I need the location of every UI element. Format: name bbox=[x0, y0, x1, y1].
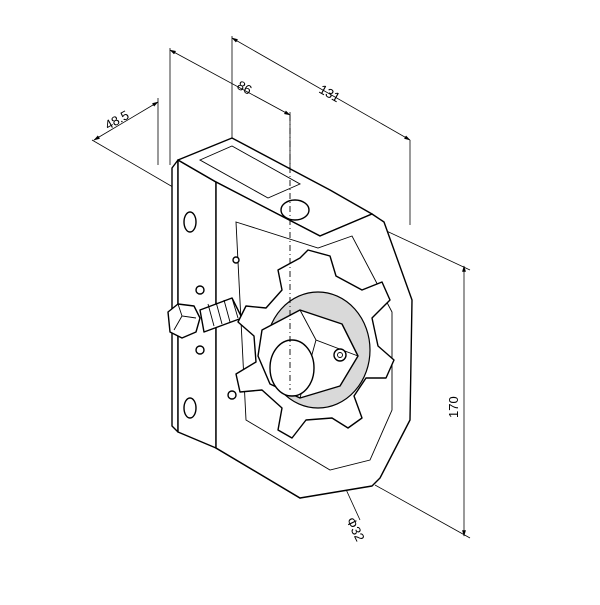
inner-cut bbox=[235, 221, 393, 471]
dim-text-86: 86 bbox=[235, 78, 255, 98]
dim-line-86 bbox=[169, 49, 291, 116]
hex-bolt-head bbox=[167, 303, 201, 339]
dim-text-170: 170 bbox=[446, 396, 461, 418]
set-screw bbox=[333, 348, 347, 362]
small-hole bbox=[195, 285, 205, 295]
small-hole bbox=[195, 345, 205, 355]
bolt-thread bbox=[207, 297, 239, 327]
hex-bolt-edges bbox=[173, 303, 197, 331]
mounting-hole bbox=[183, 397, 197, 419]
small-hole bbox=[232, 256, 240, 264]
small-hole bbox=[227, 390, 237, 400]
bracket-assembly bbox=[167, 115, 413, 499]
top-hole bbox=[280, 199, 310, 221]
extension-line bbox=[379, 227, 471, 271]
dim-text-phi32: Φ32 bbox=[343, 515, 367, 544]
mounting-hole bbox=[183, 211, 197, 233]
top-slot bbox=[198, 145, 302, 199]
extension-line bbox=[374, 484, 471, 539]
set-screw-socket bbox=[337, 352, 343, 358]
back-flange bbox=[171, 159, 179, 433]
dim-text-131: 131 bbox=[317, 82, 343, 106]
dim-text-48-5: 48.5 bbox=[102, 107, 131, 132]
extension-line bbox=[91, 139, 179, 191]
dim-line-48-5 bbox=[93, 101, 159, 141]
shaft-bore bbox=[269, 339, 315, 397]
